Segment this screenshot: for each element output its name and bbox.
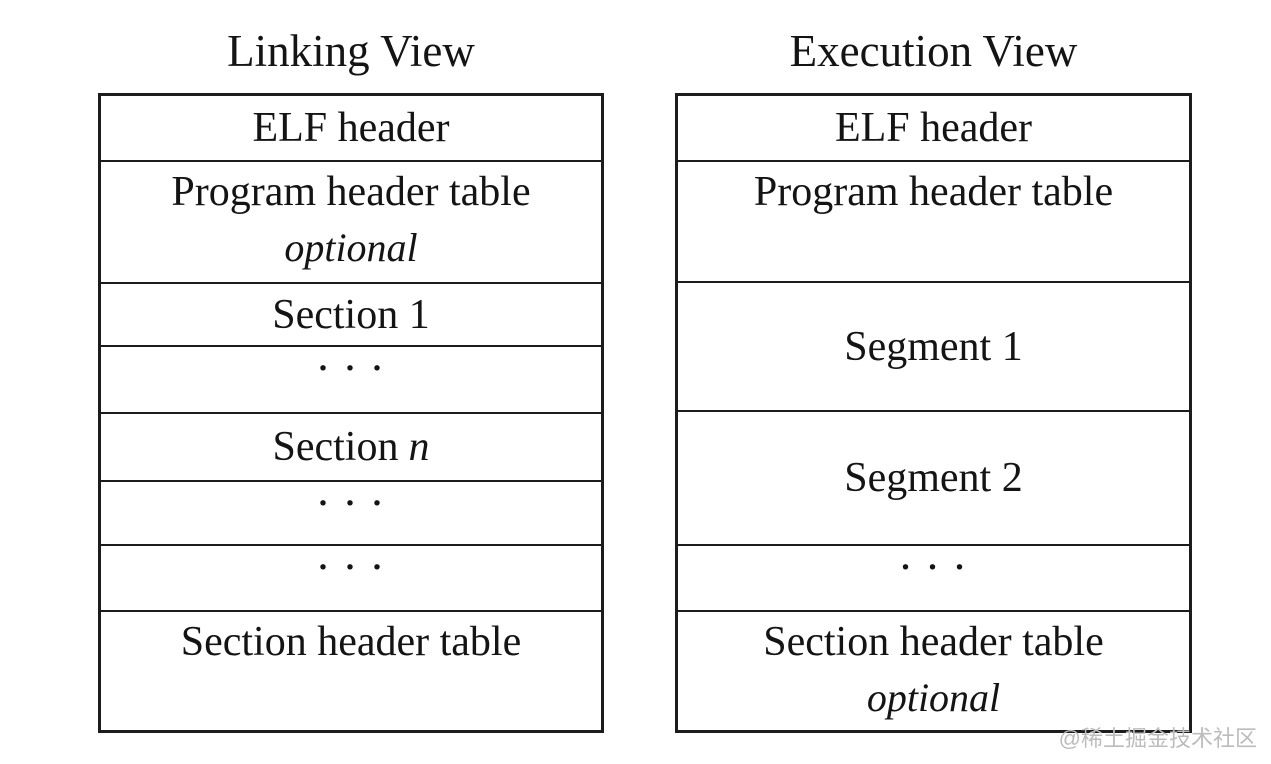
execution-row-segment-1: Segment 1 [678, 281, 1189, 410]
watermark: @稀土掘金技术社区 [1058, 726, 1257, 751]
linking-row-section-1: Section 1 [101, 282, 601, 345]
linking-ellipsis-row-1: . . . [101, 345, 601, 412]
execution-view-box: ELF header Program header table Segment … [675, 93, 1192, 733]
row-label: Program header table [171, 169, 531, 215]
execution-view-title: Execution View [789, 26, 1078, 76]
linking-view-title: Linking View [227, 26, 475, 76]
linking-ellipsis-row-3: . . . [101, 544, 601, 610]
linking-row-program-header-table: Program header table optional [101, 160, 601, 282]
linking-row-elf-header: ELF header [101, 96, 601, 160]
row-label: ELF header [834, 105, 1033, 151]
execution-row-elf-header: ELF header [678, 96, 1189, 160]
execution-row-segment-2: Segment 2 [678, 410, 1189, 544]
execution-row-section-header-table: Section header table optional [678, 610, 1189, 730]
row-label: Segment 2 [844, 455, 1023, 501]
optional-note: optional [866, 675, 1001, 720]
row-label: Segment 1 [844, 323, 1023, 370]
row-label: ELF header [252, 105, 450, 151]
linking-view-box: ELF header Program header table optional… [98, 93, 604, 733]
ellipsis-dots: . . . [317, 480, 385, 515]
ellipsis-dots: . . . [317, 544, 385, 579]
ellipsis-dots: . . . [899, 544, 968, 579]
execution-ellipsis-row: . . . [678, 544, 1189, 610]
row-label: Section header table [180, 619, 522, 665]
ellipsis-dots: . . . [317, 345, 385, 380]
optional-note: optional [284, 225, 418, 270]
linking-row-section-header-table: Section header table [101, 610, 601, 730]
row-label: Section header table [763, 619, 1104, 665]
row-label: Section 1 [272, 291, 430, 338]
row-label: Program header table [753, 169, 1114, 215]
linking-ellipsis-row-2: . . . [101, 480, 601, 544]
execution-row-program-header-table: Program header table [678, 160, 1189, 281]
italic-n: n [408, 424, 430, 470]
